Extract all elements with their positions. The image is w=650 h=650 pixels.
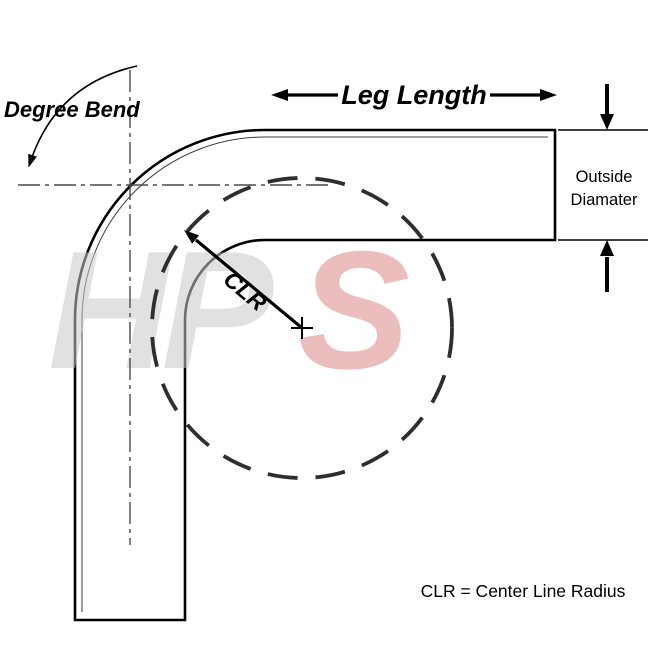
watermark-gray-letters: HP xyxy=(48,216,274,404)
outside-diameter-dimension: Outside Diamater xyxy=(558,84,648,292)
leg-length-dimension: Leg Length xyxy=(271,80,557,110)
leg-length-right-arrowhead-icon xyxy=(540,89,557,101)
degree-bend-arrowhead-icon xyxy=(28,153,37,168)
watermark-logo: HP S xyxy=(48,216,409,404)
outside-diameter-label-line2: Diamater xyxy=(571,191,638,209)
clr-radius-arrow xyxy=(184,230,304,330)
clr-caption: CLR = Center Line Radius xyxy=(421,581,626,601)
clr-arrow-line xyxy=(194,238,304,330)
centerline-radius-circle xyxy=(150,176,454,480)
od-top-arrowhead-icon xyxy=(600,114,614,130)
leg-length-left-arrowhead-icon xyxy=(271,89,288,101)
leg-length-label: Leg Length xyxy=(341,80,486,110)
od-bottom-arrowhead-icon xyxy=(600,240,614,256)
tube-inner-highlight-line xyxy=(81,136,548,612)
degree-bend-label: Degree Bend xyxy=(4,97,140,122)
tube-outline xyxy=(73,128,557,622)
degree-bend-indicator xyxy=(28,65,138,168)
watermark-red-letter: S xyxy=(298,216,409,404)
outside-diameter-label-line1: Outside xyxy=(576,168,633,186)
degree-bend-arc xyxy=(30,65,138,161)
clr-arrowhead-icon xyxy=(184,230,200,244)
